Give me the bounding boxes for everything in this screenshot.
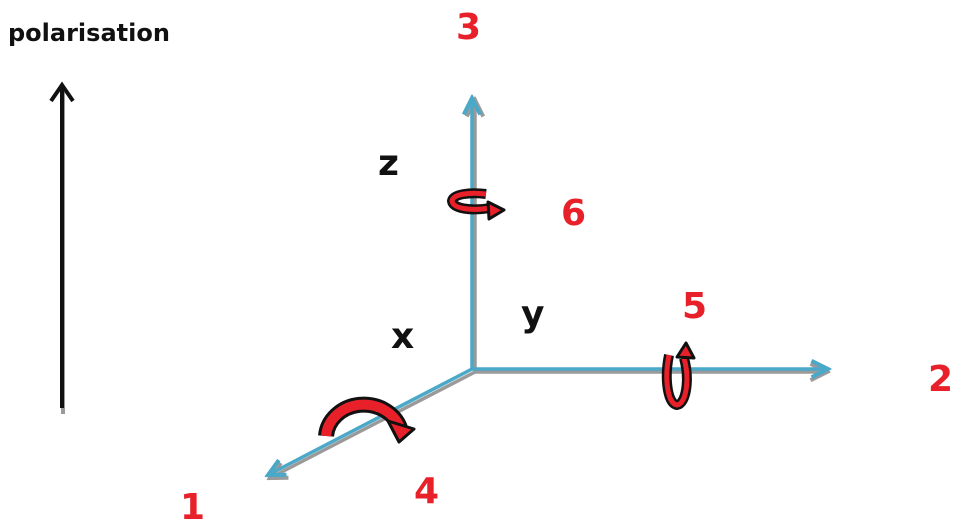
y-axis-label: y — [521, 294, 544, 335]
mode-label-6: 6 — [561, 193, 586, 234]
x-axis — [268, 367, 473, 475]
rotation-arrow-5 — [661, 341, 696, 411]
z-axis-label: z — [378, 143, 399, 184]
mode-label-2: 2 — [928, 359, 953, 400]
mode-label-5: 5 — [682, 286, 707, 327]
rotation-arrow-6 — [446, 188, 506, 221]
mode-label-3: 3 — [456, 7, 481, 48]
mode-label-4: 4 — [414, 471, 439, 512]
axes — [268, 98, 828, 475]
mode-label-1: 1 — [180, 487, 205, 523]
rotation-arrow-4 — [318, 396, 416, 444]
polarisation-label: polarisation — [8, 19, 170, 47]
axes-shadow — [270, 100, 827, 478]
x-axis-label: x — [391, 316, 414, 357]
polarisation-arrow — [49, 81, 75, 414]
